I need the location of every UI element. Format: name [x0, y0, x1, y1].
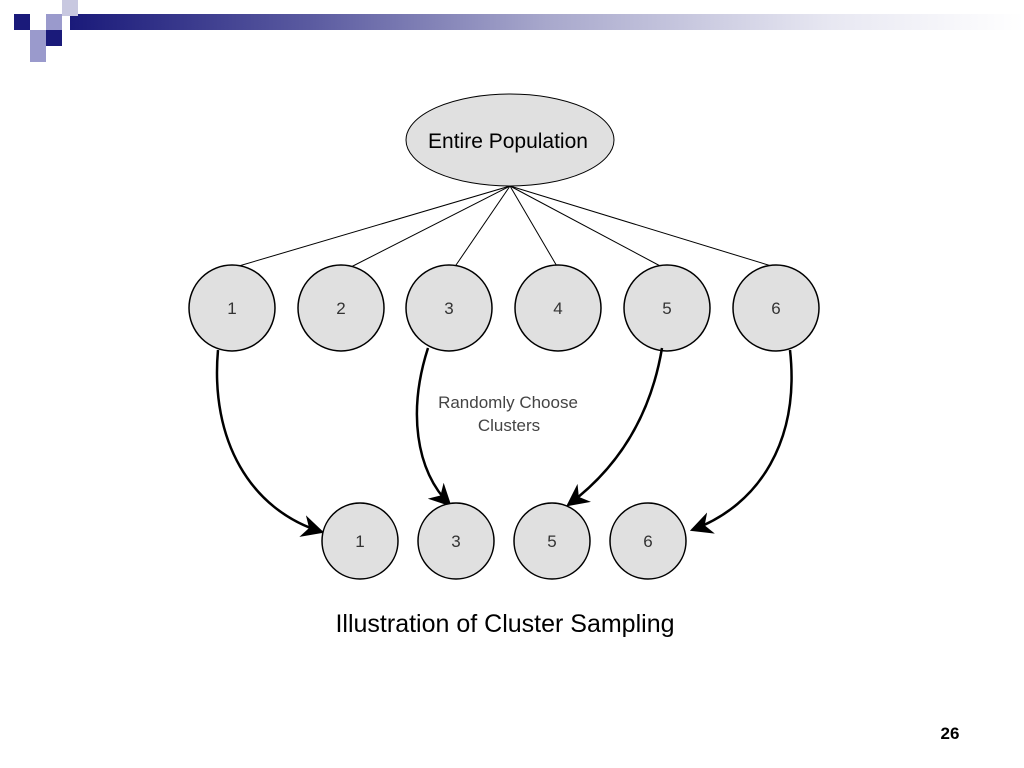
header-square-navy: [46, 30, 62, 46]
connector-line: [509, 185, 559, 269]
selection-label-line1: Randomly Choose: [438, 393, 578, 412]
selection-arrow: [215, 349, 325, 537]
cluster-node: 5: [623, 264, 711, 352]
cluster-node: 1: [188, 264, 276, 352]
cluster-node: 2: [297, 264, 385, 352]
connector-line: [348, 185, 511, 269]
selected-cluster-row: 1 3 5 6: [321, 502, 687, 580]
diagram-caption: Illustration of Cluster Sampling: [335, 610, 675, 638]
connector-lines: [231, 185, 779, 269]
selected-cluster-node: 1: [321, 502, 399, 580]
selected-cluster-node: 6: [609, 502, 687, 580]
header-square-lavender: [46, 14, 62, 30]
header-square-navy: [14, 14, 30, 30]
cluster-label: 3: [444, 299, 453, 318]
selection-arrow: [415, 347, 452, 507]
selection-arrows: [215, 347, 793, 537]
selected-cluster-node: 5: [513, 502, 591, 580]
cluster-row: 1 2 3 4 5 6: [188, 264, 820, 352]
selected-cluster-label: 6: [643, 532, 652, 551]
cluster-node: 6: [732, 264, 820, 352]
selected-cluster-node: 3: [417, 502, 495, 580]
cluster-label: 4: [553, 299, 562, 318]
slide-number: 26: [940, 724, 960, 743]
root-node-label: Entire Population: [428, 130, 588, 153]
connector-line: [453, 185, 511, 269]
selection-label: Randomly Choose Clusters: [438, 393, 578, 435]
root-node: Entire Population: [405, 93, 615, 187]
selection-arrow: [689, 349, 793, 534]
connector-line: [509, 185, 779, 269]
selection-arrow: [566, 347, 664, 507]
cluster-label: 2: [336, 299, 345, 318]
connector-line: [231, 185, 511, 269]
connector-line: [509, 185, 665, 269]
selected-cluster-label: 1: [355, 532, 364, 551]
header-square-lavender: [30, 30, 46, 46]
cluster-node: 4: [514, 264, 602, 352]
cluster-label: 1: [227, 299, 236, 318]
header-square-lavender: [62, 0, 78, 16]
cluster-label: 6: [771, 299, 780, 318]
cluster-label: 5: [662, 299, 671, 318]
header-band: [0, 14, 1024, 30]
selected-cluster-label: 5: [547, 532, 556, 551]
selection-label-line2: Clusters: [478, 416, 540, 435]
root-node-ellipse: [405, 93, 615, 187]
header-square-lavender: [30, 46, 46, 62]
header-gradient-bar: [70, 14, 1024, 30]
cluster-node: 3: [405, 264, 493, 352]
selected-cluster-label: 3: [451, 532, 460, 551]
